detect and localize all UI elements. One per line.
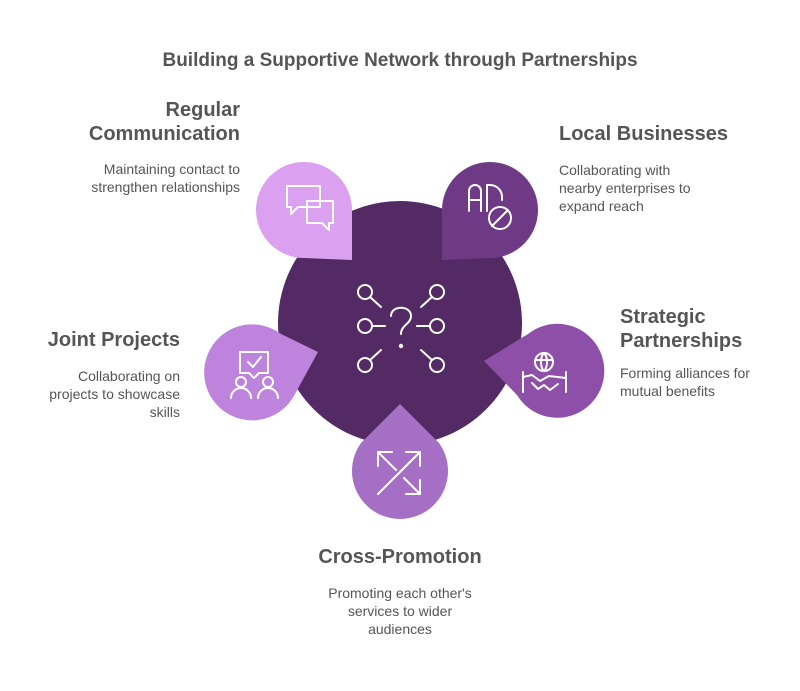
joint-projects-desc-line3: skills — [149, 404, 180, 420]
cross-promotion-droplet — [352, 404, 449, 519]
strategic-partnerships-desc-line1: Forming alliances for — [620, 365, 750, 381]
strategic-partnerships-title-line1: Strategic — [620, 306, 706, 328]
cross-promotion-desc-line3: audiences — [368, 621, 432, 637]
joint-projects-desc-line1: Collaborating on — [78, 368, 180, 384]
joint-projects-title: Joint Projects — [20, 328, 180, 352]
strategic-partnerships-title-line2: Partnerships — [620, 330, 743, 352]
cross-promotion-title-line1: Cross-Promotion — [318, 546, 482, 568]
chat-bubbles-icon — [286, 185, 334, 231]
center-circle — [278, 201, 522, 445]
local-businesses-description: Collaborating with nearby enterprises to… — [559, 161, 759, 215]
handshake-globe-icon — [522, 352, 567, 393]
regular-communication-title: Regular Communication — [60, 98, 240, 146]
cross-promotion-description: Promoting each other's services to wider… — [270, 584, 530, 638]
strategic-partnerships-title: Strategic Partnerships — [620, 305, 790, 353]
joint-projects-description: Collaborating on projects to showcase sk… — [20, 367, 180, 421]
regular-communication-description: Maintaining contact to strengthen relati… — [40, 160, 240, 196]
strategic-partnerships-desc-line2: mutual benefits — [620, 383, 715, 399]
ad-block-icon — [468, 184, 512, 230]
local-businesses-desc-line3: expand reach — [559, 198, 644, 214]
joint-projects-title-line1: Joint Projects — [47, 329, 180, 351]
local-businesses-title-line1: Local Businesses — [559, 123, 728, 145]
strategic-partnerships-description: Forming alliances for mutual benefits — [620, 364, 790, 400]
regular-communication-title-line1: Regular — [165, 99, 240, 121]
cross-promotion-desc-line2: services to wider — [347, 603, 453, 619]
cross-promotion-desc-line1: Promoting each other's — [328, 585, 472, 601]
local-businesses-title: Local Businesses — [559, 122, 779, 146]
regular-communication-desc-line2: strengthen relationships — [91, 179, 240, 195]
team-approval-icon — [230, 351, 279, 399]
local-businesses-desc-line1: Collaborating with — [559, 162, 671, 178]
diagram-title: Building a Supportive Network through Pa… — [162, 50, 638, 71]
local-businesses-droplet — [442, 162, 538, 260]
regular-communication-title-line2: Communication — [88, 123, 240, 145]
joint-projects-desc-line2: projects to showcase — [49, 386, 180, 402]
question-network-icon — [357, 284, 445, 373]
crossed-arrows-icon — [377, 451, 421, 495]
local-businesses-desc-line2: nearby enterprises to — [559, 180, 691, 196]
cross-promotion-title: Cross-Promotion — [250, 545, 550, 569]
regular-communication-droplet — [256, 162, 352, 260]
regular-communication-desc-line1: Maintaining contact to — [103, 161, 240, 177]
